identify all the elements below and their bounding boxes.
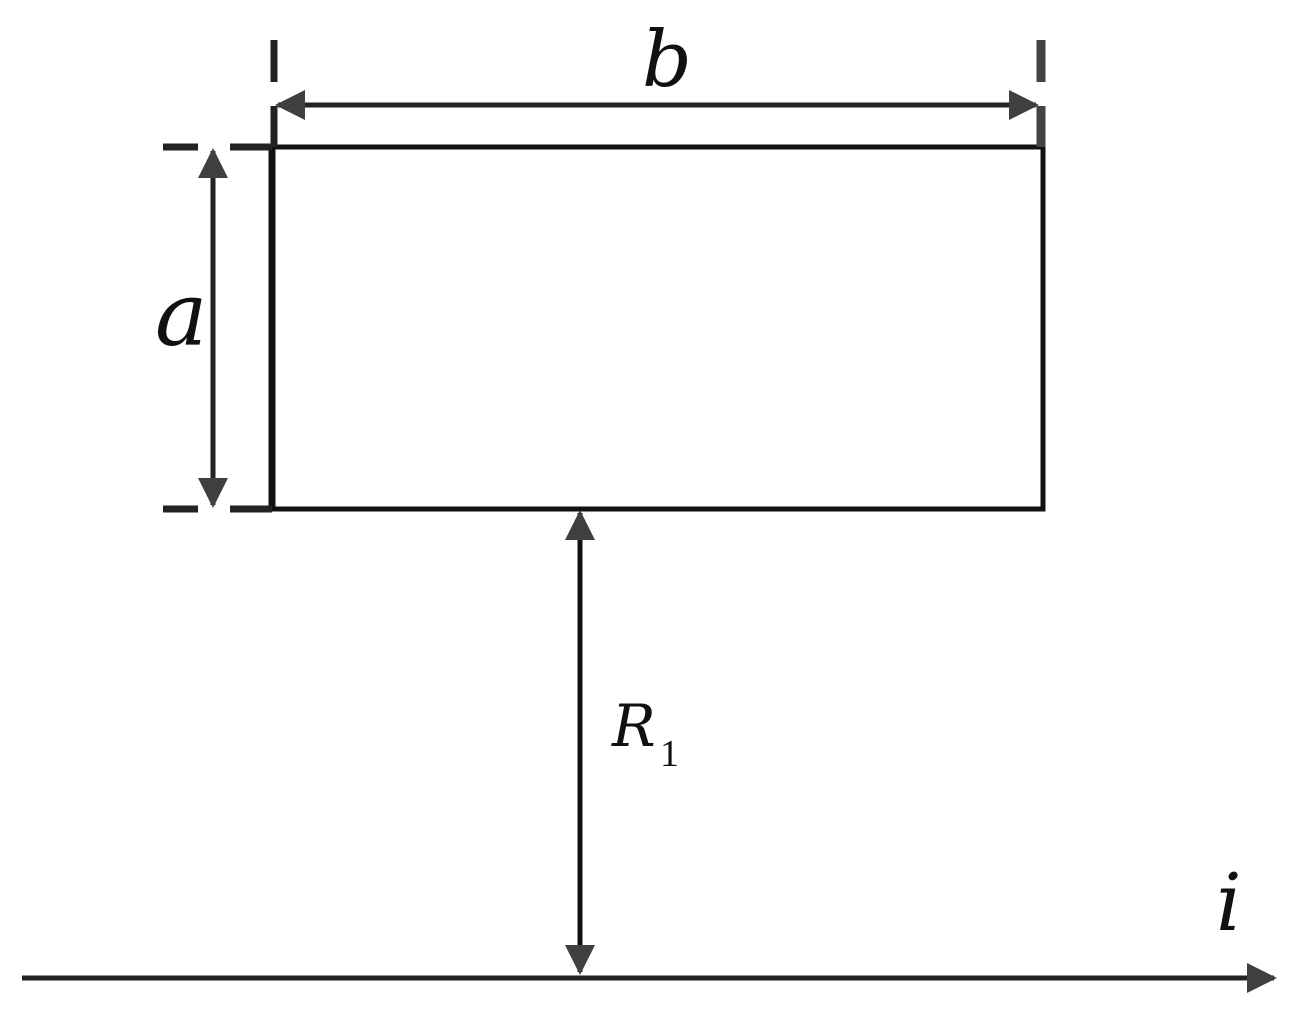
width-label: b	[642, 15, 692, 105]
height-label: a	[155, 263, 207, 366]
distance-subscript: 1	[660, 733, 679, 775]
rectangular-loop	[269, 144, 1046, 512]
distance-label: R	[611, 692, 656, 760]
current-label: i	[1216, 856, 1242, 949]
